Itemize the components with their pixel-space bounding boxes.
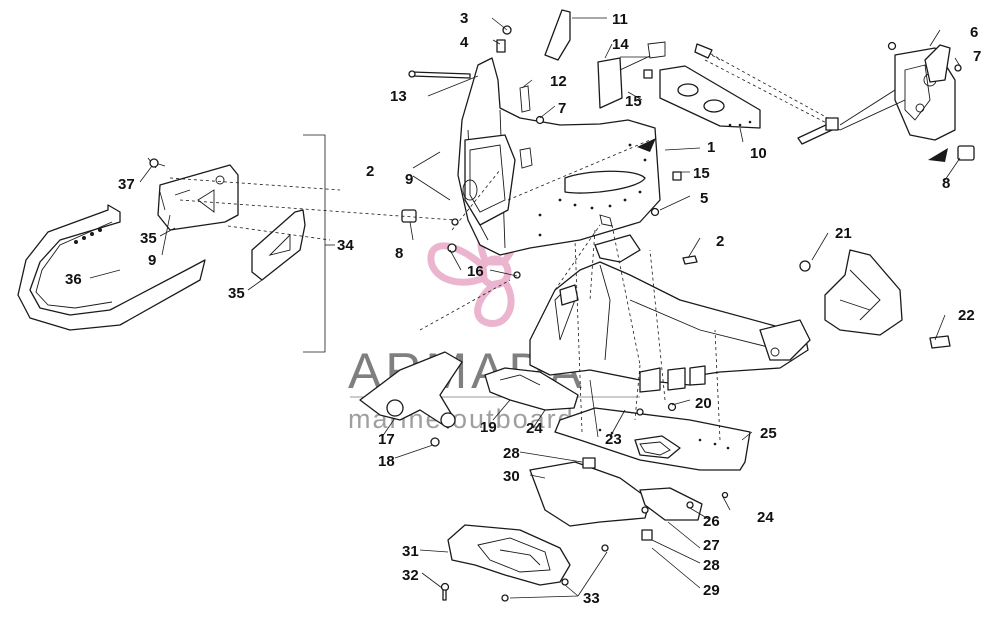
callout-6: 6 [970, 24, 978, 41]
callout-17: 17 [378, 431, 395, 448]
callout-18: 18 [378, 453, 395, 470]
callout-24: 24 [526, 420, 543, 437]
callout-15: 15 [625, 93, 642, 110]
nose-frame [457, 57, 661, 256]
callout-36: 36 [65, 271, 82, 288]
callout-19: 19 [480, 419, 497, 436]
callout-28: 28 [703, 557, 720, 574]
callout-9: 9 [148, 252, 156, 269]
callout-16: 16 [467, 263, 484, 280]
callout-25: 25 [760, 425, 777, 442]
callout-37: 37 [118, 176, 135, 193]
callout-35: 35 [228, 285, 245, 302]
callout-28: 28 [503, 445, 520, 462]
callout-27: 27 [703, 537, 720, 554]
callout-22: 22 [958, 307, 975, 324]
callout-24: 24 [757, 509, 774, 526]
callout-labels: 1 2 2 3 4 5 6 7 7 8 8 9 9 10 11 12 13 14… [65, 10, 981, 607]
callout-12: 12 [550, 73, 567, 90]
lower-plates [440, 402, 729, 602]
callout-9: 9 [405, 171, 413, 188]
skid-plate [554, 407, 751, 471]
callout-5: 5 [700, 190, 708, 207]
callout-33: 33 [583, 590, 600, 607]
side-bracket [797, 41, 975, 162]
callout-34: 34 [337, 237, 354, 254]
rear-bracket [799, 249, 951, 349]
callout-2: 2 [366, 163, 374, 180]
support-plate [659, 43, 841, 131]
callout-20: 20 [695, 395, 712, 412]
callout-7: 7 [973, 48, 981, 65]
callout-3: 3 [460, 10, 468, 27]
callout-8: 8 [395, 245, 403, 262]
callout-14: 14 [612, 36, 629, 53]
callout-8: 8 [942, 175, 950, 192]
callout-29: 29 [703, 582, 720, 599]
callout-30: 30 [503, 468, 520, 485]
main-chassis [529, 234, 811, 393]
callout-11: 11 [612, 11, 628, 28]
callout-32: 32 [402, 567, 419, 584]
callout-2: 2 [716, 233, 724, 250]
callout-15: 15 [693, 165, 710, 182]
callout-4: 4 [460, 34, 469, 51]
callout-1: 1 [707, 139, 715, 156]
steering-arms [359, 351, 579, 447]
leader-lines [89, 17, 961, 599]
callout-21: 21 [835, 225, 852, 242]
callout-13: 13 [390, 88, 407, 105]
callout-35: 35 [140, 230, 157, 247]
callout-23: 23 [605, 431, 622, 448]
callout-7: 7 [558, 100, 566, 117]
bumper-assembly [17, 134, 335, 353]
callout-26: 26 [703, 513, 720, 530]
callout-10: 10 [750, 145, 767, 162]
callout-31: 31 [402, 543, 419, 560]
